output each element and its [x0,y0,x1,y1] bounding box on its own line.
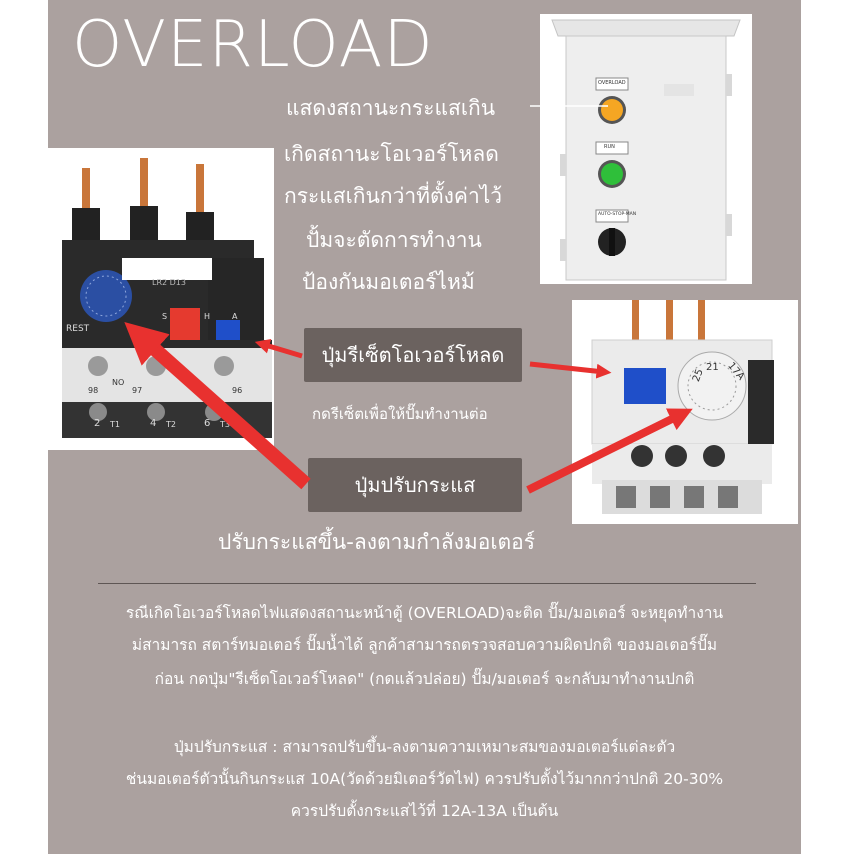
desc-line-5: ป้องกันมอเตอร์ไหม้ [302,270,475,294]
cabinet-pointer-line [530,105,608,107]
cabinet-label-overload: OVERLOAD [598,80,626,86]
desc-line-2: เกิดสถานะโอเวอร์โหลด [284,142,499,166]
relay-terminal-t1: T1 [110,420,120,429]
relay-terminal-97: 97 [132,386,143,395]
adjust-button-note: ปรับกระแสขึ้น-ลงตามกำลังมอเตอร์ [218,530,536,554]
paragraph-line-6: ควรปรับตั้งกระแสไว้ที่ 12A-13A เป็นต้น [290,802,559,820]
relay-terminal-6: 6 [204,418,211,429]
reset-button-label: ปุ่มรีเซ็ตโอเวอร์โหลด [304,328,522,382]
desc-line-4: ปั้มจะตัดการทำงาน [306,228,482,252]
cabinet-label-run: RUN [604,144,615,150]
paragraph-line-5: ช่นมอเตอร์ตัวนั้นกินกระแส 10A(วัดด้วยมิเ… [125,770,724,788]
cabinet-label-auto-stop-man: AUTO-STOP-MAN [598,212,637,217]
control-cabinet-photo [540,14,752,284]
section-divider [98,583,756,584]
relay-terminal-98: 98 [88,386,99,395]
relay-terminal-t2: T2 [166,420,176,429]
relay-s-marking: S [162,312,168,321]
arrow-to-reset-right [529,361,612,379]
relay-dial-21: 21 [706,362,719,373]
paragraph-line-3: ก่อน กดปุ่ม"รีเซ็ตโอเวอร์โหลด" (กดแล้วปล… [154,670,695,688]
relay-terminal-96: 96 [232,386,243,395]
paragraph-line-2: ม่สามารถ สตาร์ทมอเตอร์ ปั๊มน้ำได้ ลูกค้า… [131,636,718,654]
paragraph-line-4: ปุ่มปรับกระแส : สามารถปรับขึ้น-ลงตามความ… [173,738,676,756]
relay-terminal-t3: T3 [220,420,230,429]
desc-line-1: แสดงสถานะกระแสเกิน [286,96,496,120]
relay-terminal-2: 2 [94,418,101,429]
adjust-button-label: ปุ่มปรับกระแส [308,458,522,512]
arrow-to-reset-left [254,338,303,359]
paragraph-line-1: รณีเกิดโอเวอร์โหลดไฟแสดงสถานะหน้าตู้ (OV… [125,604,724,622]
relay-model-label: LR2 D13 [152,278,186,287]
relay-terminal-4: 4 [150,418,157,429]
relay-terminal-no: NO [112,378,125,387]
desc-line-3: กระแสเกินกว่าที่ตั้งค่าไว้ [284,184,503,208]
relay-reset-marking: REST [66,324,90,334]
reset-button-note: กดรีเซ็ตเพื่อให้ปั๊มทำงานต่อ [312,405,488,423]
relay-h-marking: H [204,312,211,321]
page-title: OVERLOAD [72,8,434,82]
arrow-to-dial-right [526,408,693,494]
relay-a-marking: A [232,312,238,321]
overload-relay-photo-right [572,300,798,524]
arrow-to-dial-left [124,322,311,490]
